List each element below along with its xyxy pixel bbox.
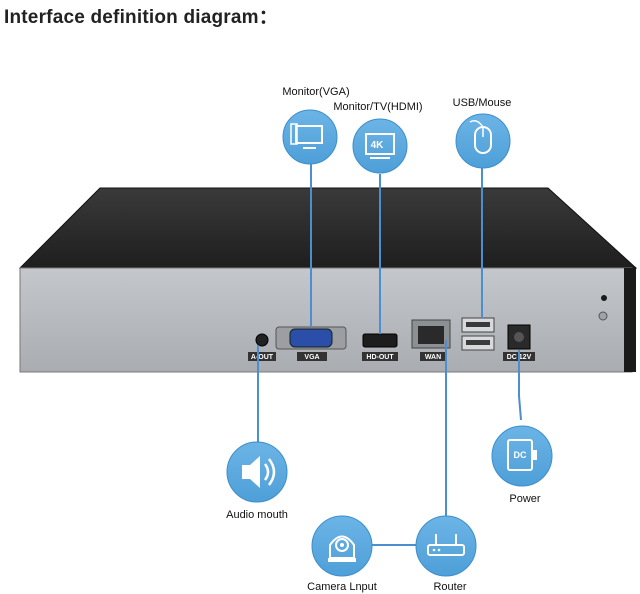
power-line <box>518 350 522 421</box>
wan-port-label: WAN <box>425 354 441 361</box>
vga-port <box>289 328 333 348</box>
hdmi-monitor-label: Monitor/TV(HDMI) <box>333 101 422 113</box>
audio-node: Audio mouth <box>226 441 288 521</box>
nvr-side-edge <box>624 268 636 372</box>
usb-mouse-label: USB/Mouse <box>453 97 512 109</box>
ground-screw <box>598 311 608 321</box>
nvr-top-panel <box>18 187 638 269</box>
mouse-icon <box>469 120 492 154</box>
aout-port-label: A-OUT <box>251 354 274 361</box>
monitor-icon <box>290 123 323 149</box>
camera-icon <box>328 535 356 562</box>
vga-monitor-label: Monitor(VGA) <box>282 86 349 98</box>
connector-lines <box>257 164 522 546</box>
hdmi-port-label: HD-OUT <box>366 354 394 361</box>
hdmi-port <box>362 333 398 348</box>
led-indicator <box>601 295 607 301</box>
camera-label: Camera Lnput <box>307 581 377 593</box>
vga-port-label: VGA <box>304 354 319 361</box>
usb-mouse-node: USB/Mouse <box>453 97 512 169</box>
audio-label: Audio mouth <box>226 509 288 521</box>
router-icon <box>427 534 465 556</box>
power-label: Power <box>509 493 541 505</box>
nvr-device: A-OUT VGA HD-OUT WAN DC 12V <box>18 187 638 373</box>
power-adapter-icon: DC <box>507 439 537 471</box>
speaker-icon <box>242 456 276 488</box>
hdmi-monitor-node: 4K Monitor/TV(HDMI) <box>333 101 423 174</box>
page-title: Interface definition diagram： <box>4 7 278 28</box>
camera-node: Camera Lnput <box>307 515 377 593</box>
power-node: DC Power <box>491 425 553 505</box>
router-label: Router <box>433 581 466 593</box>
aout-port <box>255 333 269 347</box>
router-node: Router <box>415 515 477 593</box>
4k-hdmi-icon: 4K <box>365 133 395 159</box>
dc-icon-text: DC <box>514 450 527 460</box>
vga-monitor-node: Monitor(VGA) <box>282 86 350 165</box>
4k-text: 4K <box>371 140 385 151</box>
